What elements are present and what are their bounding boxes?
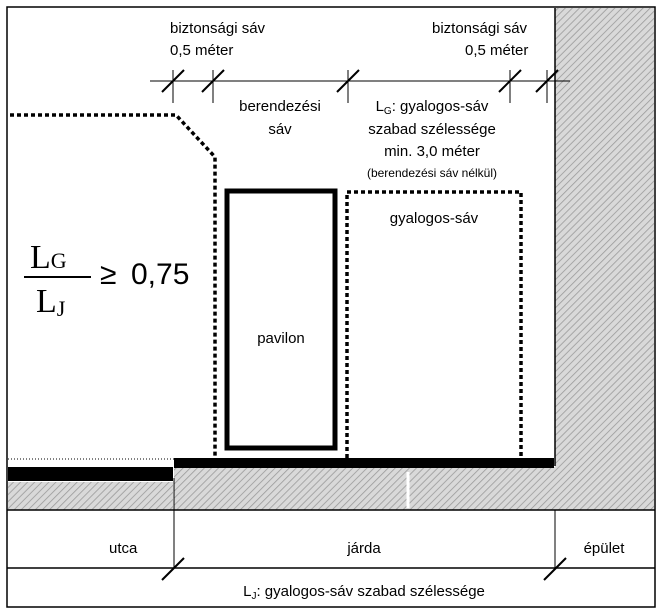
dim-tick-4 xyxy=(498,69,522,93)
dim-tick-2 xyxy=(201,69,225,93)
dim-tick-5 xyxy=(535,69,559,93)
walkway-boundary xyxy=(345,190,523,458)
pavilion-label: pavilon xyxy=(257,330,305,347)
lg-definition-line2: szabad szélessége xyxy=(368,121,496,138)
safety-right-line2: 0,5 méter xyxy=(465,42,528,59)
building-label: épület xyxy=(584,540,626,557)
street-label: utca xyxy=(109,540,138,557)
formula-value: 0,75 xyxy=(131,258,189,291)
furniture-zone-line2: sáv xyxy=(268,121,292,138)
street-surface-line xyxy=(8,467,173,481)
lj-tick-right xyxy=(543,557,567,581)
lj-prefix: L xyxy=(243,583,251,600)
lg-definition-line4: (berendezési sáv nélkül) xyxy=(367,166,497,180)
dim-tick-3 xyxy=(336,69,360,93)
lj-subscript: J xyxy=(251,591,256,602)
lj-tick-left xyxy=(161,557,185,581)
furniture-zone-line1: berendezési xyxy=(239,98,321,115)
pavilion-box xyxy=(224,188,338,451)
formula-numerator: LG xyxy=(30,239,67,276)
dim-tick-1 xyxy=(161,69,185,93)
lg-definition-line3: min. 3,0 méter xyxy=(384,143,480,160)
lj-rest: : gyalogos-sáv szabad szélessége xyxy=(256,583,484,600)
formula-relation: ≥ xyxy=(100,258,116,291)
formula-den-letter: L xyxy=(36,283,57,320)
lg-definition-line1: LG: gyalogos-sáv xyxy=(376,98,489,117)
formula-denominator: LJ xyxy=(36,283,66,321)
formula-num-letter: L xyxy=(30,239,51,276)
lg-line1-rest: : gyalogos-sáv xyxy=(392,98,489,115)
lj-definition: LJ: gyalogos-sáv szabad szélessége xyxy=(243,583,485,602)
lg-prefix: L xyxy=(376,98,384,115)
safety-left-line1: biztonsági sáv xyxy=(170,20,266,37)
lg-subscript: G xyxy=(384,106,392,117)
sidewalk-label: járda xyxy=(346,540,381,557)
safety-right-line1: biztonsági sáv xyxy=(432,20,528,37)
formula-num-sub: G xyxy=(51,248,67,273)
sidewalk-surface-line xyxy=(174,458,554,468)
walkway-label: gyalogos-sáv xyxy=(390,210,479,227)
building-hatch xyxy=(555,8,654,510)
furniture-zone-boundary xyxy=(10,113,217,458)
formula-den-sub: J xyxy=(57,296,66,321)
safety-left-line2: 0,5 méter xyxy=(170,42,233,59)
street-edge-hatch xyxy=(8,482,173,510)
